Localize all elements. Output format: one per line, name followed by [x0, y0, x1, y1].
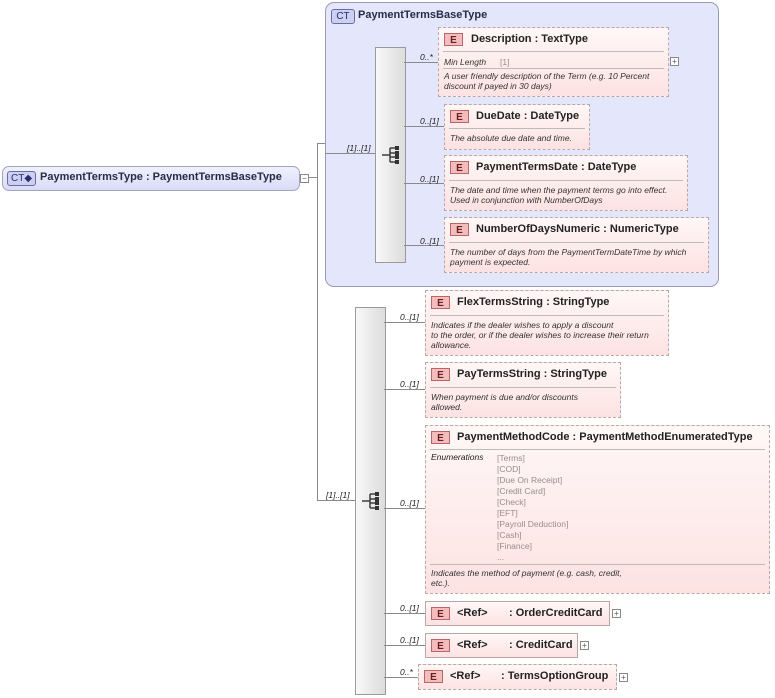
enumerations-label: Enumerations: [431, 452, 484, 462]
enum-value: [Due On Receipt]: [497, 475, 563, 485]
connector: [317, 500, 355, 501]
element-type: : TextType: [534, 33, 588, 45]
cardinality: 0..[1]: [420, 174, 439, 184]
element-icon: E: [450, 161, 469, 174]
element-icon: E: [450, 110, 469, 123]
element-name: NumberOfDaysNumeric: [476, 223, 601, 235]
sequence-compositor[interactable]: [375, 47, 406, 263]
sequence-icon: [382, 146, 399, 164]
element-doc: The date and time when the payment terms…: [450, 185, 668, 195]
base-type-title: PaymentTermsBaseType: [358, 9, 488, 21]
cardinality: 0..[1]: [400, 603, 419, 613]
element-type: : StringType: [546, 296, 610, 308]
cardinality: [1]..[1]: [326, 490, 350, 500]
element-doc: to the order, or if the dealer wishes to…: [431, 330, 649, 340]
element-icon: E: [424, 670, 443, 683]
cardinality: 0..[1]: [400, 379, 419, 389]
cardinality: 0..[1]: [400, 498, 419, 508]
enum-value: [Finance]: [497, 541, 532, 551]
enum-value: ...: [497, 552, 505, 562]
element-name: DueDate: [476, 110, 521, 122]
element-doc: When payment is due and/or discounts: [431, 392, 578, 402]
element-name: : TermsOptionGroup: [501, 670, 609, 682]
element-doc: The absolute due date and time.: [450, 133, 572, 143]
facet-key: Min Length: [444, 57, 487, 67]
ref-label: <Ref>: [457, 639, 488, 651]
element-payment-method-code[interactable]: E PaymentMethodCode : PaymentMethodEnume…: [425, 425, 770, 594]
element-type: : PaymentMethodEnumeratedType: [572, 431, 753, 443]
element-icon: E: [431, 607, 450, 620]
element-doc: payment is expected.: [450, 257, 531, 267]
element-pay-terms-string[interactable]: E PayTermsString : StringType When payme…: [425, 362, 621, 418]
complex-type-icon: CT: [331, 9, 355, 24]
root-type-label: PaymentTermsType : PaymentTermsBaseType: [40, 171, 282, 183]
enum-value: [Credit Card]: [497, 486, 546, 496]
element-ref-terms-option-group[interactable]: E <Ref> : TermsOptionGroup: [418, 664, 617, 690]
ref-label: <Ref>: [450, 670, 481, 682]
element-name: FlexTermsString: [457, 296, 543, 308]
element-doc: A user friendly description of the Term …: [444, 71, 650, 81]
element-name: Description: [471, 33, 532, 45]
element-ref-order-credit-card[interactable]: E <Ref> : OrderCreditCard: [425, 601, 610, 626]
sequence-icon: [362, 492, 379, 510]
element-type: : StringType: [543, 368, 607, 380]
enum-value: [COD]: [497, 464, 521, 474]
element-icon: E: [431, 296, 450, 309]
enum-value: [EFT]: [497, 508, 518, 518]
element-due-date[interactable]: E DueDate : DateType The absolute due da…: [444, 104, 590, 150]
expand-icon[interactable]: +: [612, 609, 621, 618]
element-payment-terms-date[interactable]: E PaymentTermsDate : DateType The date a…: [444, 155, 688, 211]
ref-label: <Ref>: [457, 607, 488, 619]
element-doc: allowed.: [431, 402, 463, 412]
connector: [309, 177, 317, 178]
element-doc: Indicates the method of payment (e.g. ca…: [431, 568, 622, 578]
enum-value: [Cash]: [497, 530, 522, 540]
element-name: : OrderCreditCard: [509, 607, 603, 619]
element-icon: E: [450, 223, 469, 236]
connector: [325, 153, 375, 154]
element-description[interactable]: E Description : TextType Min Length [1] …: [438, 27, 669, 97]
element-icon: E: [431, 639, 450, 652]
element-icon: E: [431, 431, 450, 444]
element-number-of-days-numeric[interactable]: E NumberOfDaysNumeric : NumericType The …: [444, 217, 709, 273]
element-doc: allowance.: [431, 340, 472, 350]
cardinality: 0..*: [420, 52, 433, 62]
element-doc: The number of days from the PaymentTermD…: [450, 247, 687, 257]
cardinality: 0..*: [400, 667, 413, 677]
cardinality: 0..[1]: [420, 116, 439, 126]
sequence-compositor[interactable]: [355, 307, 386, 695]
element-icon: E: [431, 368, 450, 381]
connector: [317, 143, 325, 144]
enum-value: [Terms]: [497, 453, 525, 463]
cardinality: [1]..[1]: [347, 143, 371, 153]
collapse-icon[interactable]: −: [300, 174, 309, 183]
element-name: PaymentTermsDate: [476, 161, 578, 173]
element-type: : DateType: [523, 110, 580, 122]
connector: [317, 143, 318, 501]
expand-icon[interactable]: +: [580, 641, 589, 650]
complex-type-icon: CT◆: [7, 171, 36, 186]
expand-icon[interactable]: +: [670, 57, 679, 66]
facet-value: [1]: [500, 57, 510, 67]
element-type: : DateType: [580, 161, 637, 173]
cardinality: 0..[1]: [420, 236, 439, 246]
element-name: PaymentMethodCode: [457, 431, 570, 443]
element-ref-credit-card[interactable]: E <Ref> : CreditCard: [425, 633, 578, 658]
element-name: : CreditCard: [509, 639, 573, 651]
expand-icon[interactable]: +: [619, 673, 628, 682]
enum-value: [Check]: [497, 497, 526, 507]
element-doc: Indicates if the dealer wishes to apply …: [431, 320, 614, 330]
element-doc: discount if payed in 30 days): [444, 81, 552, 91]
cardinality: 0..[1]: [400, 635, 419, 645]
element-doc: Used in conjunction with NumberOfDays: [450, 195, 603, 205]
element-name: PayTermsString: [457, 368, 541, 380]
root-complex-type[interactable]: CT◆ PaymentTermsType : PaymentTermsBaseT…: [2, 166, 300, 191]
element-type: : NumericType: [603, 223, 679, 235]
cardinality: 0..[1]: [400, 312, 419, 322]
enum-value: [Payroll Deduction]: [497, 519, 569, 529]
element-icon: E: [444, 33, 463, 46]
element-flex-terms-string[interactable]: E FlexTermsString : StringType Indicates…: [425, 290, 669, 356]
element-doc: etc.).: [431, 578, 450, 588]
